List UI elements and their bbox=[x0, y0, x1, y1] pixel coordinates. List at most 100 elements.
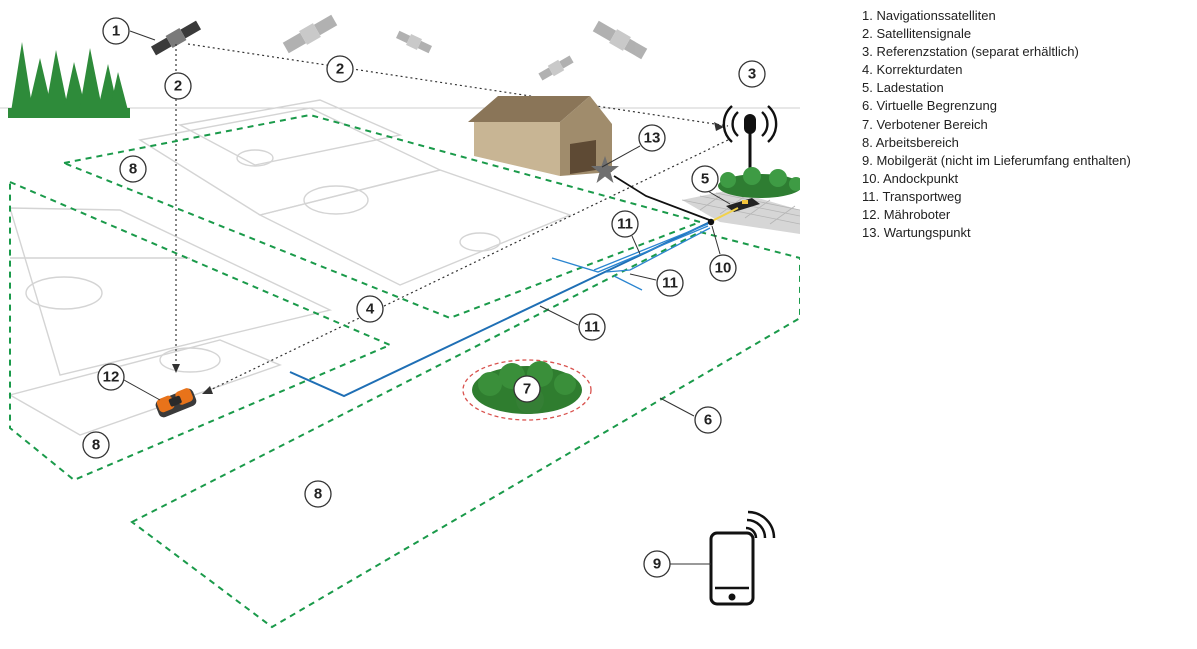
callout-number: 8 bbox=[129, 161, 137, 178]
satellite-signal bbox=[187, 43, 729, 127]
system-overview-diagram: 1 2 2 3 4 5 6 7 8 8 8 9 10 11 11 11 12 1… bbox=[0, 14, 800, 629]
callout-12: 12 bbox=[97, 363, 125, 391]
mobile-device-icon bbox=[709, 510, 776, 606]
sports-field-markings bbox=[8, 99, 572, 436]
legend-item: 1. Navigationssatelliten bbox=[862, 8, 996, 23]
forest-trees bbox=[8, 42, 130, 118]
callout-1: 1 bbox=[102, 17, 130, 45]
legend-item-label: Andockpunkt bbox=[882, 170, 959, 186]
maintenance-path bbox=[613, 175, 713, 222]
callout-number: 5 bbox=[701, 171, 709, 188]
satellite-icon bbox=[282, 14, 338, 54]
callout-number: 8 bbox=[92, 437, 100, 454]
legend-item-label: Arbeitsbereich bbox=[875, 134, 959, 150]
callout-7: 7 bbox=[513, 375, 541, 403]
callout-11: 11 bbox=[578, 313, 606, 341]
robotic-mower-icon bbox=[155, 388, 197, 418]
legend-item-number: 12 bbox=[862, 207, 877, 223]
virtual-boundary-area-top bbox=[60, 113, 704, 320]
legend-item-number: 1 bbox=[862, 8, 870, 23]
legend-item-number: 13 bbox=[862, 225, 877, 241]
callout-number: 10 bbox=[715, 260, 732, 277]
legend-item: 7. Verbotener Bereich bbox=[862, 116, 988, 132]
docking-line bbox=[711, 207, 739, 222]
callout-leaders bbox=[123, 30, 731, 565]
transport-paths bbox=[289, 221, 711, 398]
legend-item-label: Verbotener Bereich bbox=[876, 116, 988, 132]
callout-number: 1 bbox=[112, 23, 120, 40]
callout-number: 3 bbox=[748, 66, 756, 83]
legend-item-label: Wartungspunkt bbox=[883, 225, 971, 241]
arrow-head-icon bbox=[172, 364, 180, 373]
callout-8: 8 bbox=[82, 431, 110, 459]
hedge-and-paving bbox=[681, 167, 800, 234]
docking-point bbox=[707, 218, 715, 226]
legend-item-label: Referenzstation (separat erhältlich) bbox=[876, 44, 1079, 60]
legend-item: 2. Satellitensignale bbox=[862, 26, 972, 42]
callout-number: 11 bbox=[617, 216, 633, 233]
legend-item-number: 11 bbox=[862, 188, 876, 204]
callout-number: 6 bbox=[704, 412, 712, 429]
callout-10: 10 bbox=[709, 254, 737, 282]
callout-number: 4 bbox=[366, 301, 375, 318]
callout-9: 9 bbox=[643, 550, 671, 578]
legend-item-number: 9 bbox=[862, 152, 870, 168]
legend-item: 5. Ladestation bbox=[862, 80, 944, 96]
callout-2: 2 bbox=[326, 55, 354, 83]
satellite-icon bbox=[592, 20, 648, 60]
arrow-head-icon bbox=[714, 122, 724, 131]
satellite-icon bbox=[395, 30, 433, 54]
legend-item-label: Navigationssatelliten bbox=[876, 8, 996, 23]
house-icon bbox=[468, 96, 612, 176]
callout-8: 8 bbox=[304, 480, 332, 508]
legend-item-number: 6 bbox=[862, 98, 870, 114]
callout-11: 11 bbox=[656, 269, 684, 297]
legend-item: 4. Korrekturdaten bbox=[862, 62, 963, 78]
callout-13: 13 bbox=[638, 124, 666, 152]
legend-item-number: 8 bbox=[862, 134, 870, 150]
callout-number: 2 bbox=[174, 78, 182, 95]
callout-number: 8 bbox=[314, 486, 322, 503]
callout-5: 5 bbox=[691, 165, 719, 193]
callout-2: 2 bbox=[164, 72, 192, 100]
callout-number: 12 bbox=[103, 369, 120, 386]
charging-station-icon bbox=[726, 198, 760, 212]
legend-item: 13. Wartungspunkt bbox=[862, 225, 971, 241]
no-go-zone-boundary bbox=[462, 359, 592, 421]
legend-item-label: Transportweg bbox=[882, 188, 962, 204]
correction-data-signal bbox=[205, 139, 729, 393]
callout-8: 8 bbox=[119, 155, 147, 183]
virtual-boundary-area-left bbox=[9, 180, 393, 482]
legend-item: 9. Mobilgerät (nicht im Lieferumfang ent… bbox=[862, 152, 1131, 168]
legend-item-label: Mobilgerät (nicht im Lieferumfang enthal… bbox=[876, 152, 1131, 168]
callout-number: 11 bbox=[584, 319, 600, 336]
legend-item: 6. Virtuelle Begrenzung bbox=[862, 98, 997, 114]
callout-6: 6 bbox=[694, 406, 722, 434]
legend-item-number: 4 bbox=[862, 62, 870, 78]
legend-item-number: 3 bbox=[862, 44, 870, 60]
legend-item-number: 10 bbox=[862, 170, 877, 186]
arrow-head-icon bbox=[202, 386, 213, 394]
legend-item: 8. Arbeitsbereich bbox=[862, 134, 959, 150]
legend-item: 3. Referenzstation (separat erhältlich) bbox=[862, 44, 1079, 60]
callout-number: 7 bbox=[523, 381, 531, 398]
satellite-icon bbox=[150, 20, 202, 56]
legend-item-number: 7 bbox=[862, 116, 870, 132]
satellite-icon bbox=[538, 55, 574, 81]
maintenance-point-star-icon bbox=[591, 156, 619, 183]
legend-item: 12. Mähroboter bbox=[862, 207, 951, 223]
callout-number: 11 bbox=[662, 275, 678, 292]
callout-number: 9 bbox=[653, 556, 661, 573]
callout-11: 11 bbox=[611, 210, 639, 238]
virtual-boundary-area-bottom bbox=[130, 230, 800, 629]
legend-item: 10. Andockpunkt bbox=[862, 170, 959, 186]
legend-item-label: Mähroboter bbox=[883, 207, 951, 223]
legend-item-number: 5 bbox=[862, 80, 870, 96]
legend-item: 11. Transportweg bbox=[862, 188, 962, 204]
callout-4: 4 bbox=[356, 295, 384, 323]
legend-item-number: 2 bbox=[862, 26, 870, 42]
legend-item-label: Ladestation bbox=[876, 80, 944, 96]
legend-list: 1. Navigationssatelliten 2. Satellitensig… bbox=[862, 7, 1131, 242]
callout-3: 3 bbox=[738, 60, 766, 88]
callout-number: 2 bbox=[336, 61, 344, 78]
